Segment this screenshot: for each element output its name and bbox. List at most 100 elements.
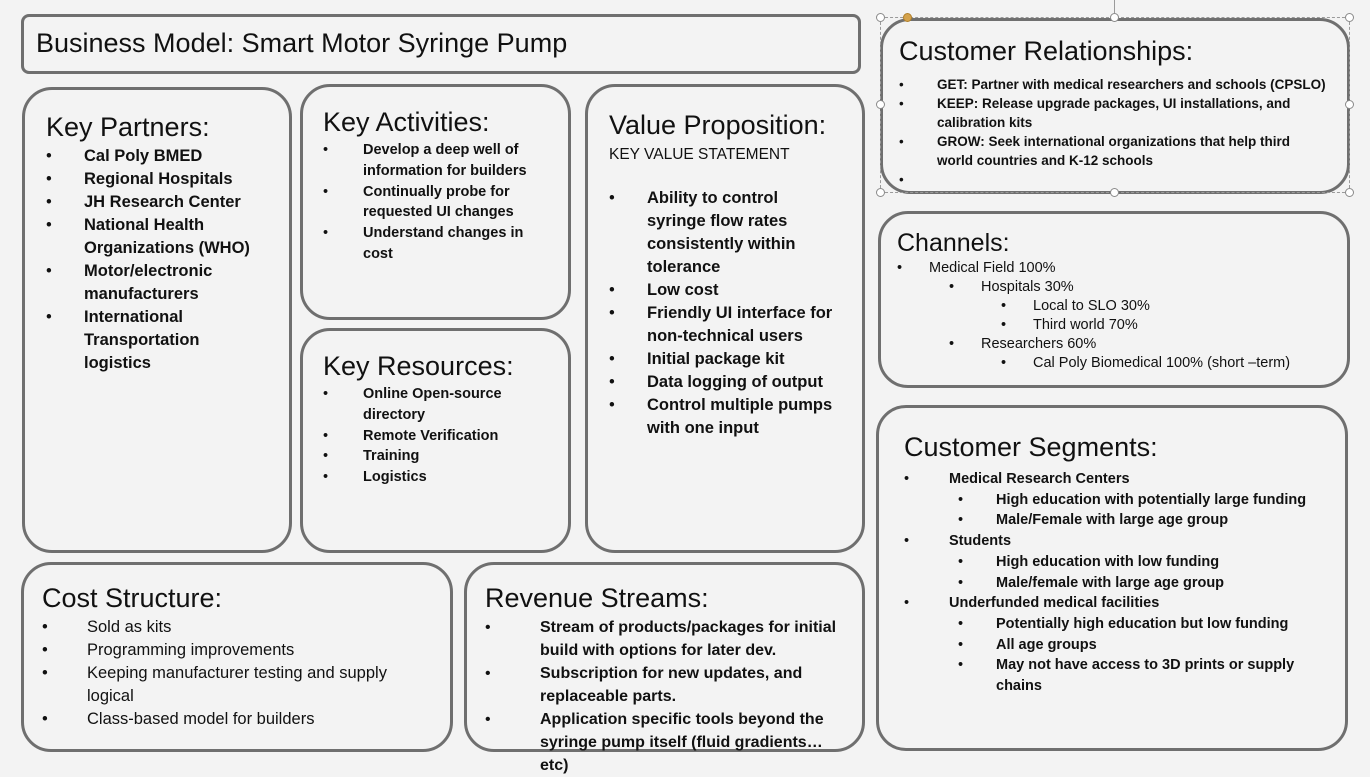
channel-item: • Third world 70% <box>897 316 1290 335</box>
item-line: Develop a deep well of <box>363 142 519 158</box>
item-line: Stream of products/packages for initial <box>540 619 837 636</box>
cost-structure-item: Class-based model for builders <box>42 708 387 731</box>
selection-handle-s[interactable] <box>1110 188 1119 197</box>
segment-subitem: •High education with potentially large f… <box>904 490 1306 511</box>
cost-structure-heading: Cost Structure: <box>42 583 223 613</box>
bullet: • <box>949 279 955 295</box>
adjust-handle[interactable] <box>903 13 912 22</box>
item-line: with one input <box>647 419 759 437</box>
customer-relationships-item: GET: Partner with medical researchers an… <box>899 75 1326 94</box>
item-line: cost <box>363 245 393 262</box>
revenue-streams-heading: Revenue Streams: <box>485 583 709 613</box>
item-line: Programming improvements <box>87 641 295 659</box>
item-line: GET: Partner with medical researchers an… <box>937 77 1326 92</box>
key-resources-item: Remote Verification <box>323 426 502 447</box>
channel-item: • Local to SLO 30% <box>897 297 1290 316</box>
value-proposition-box[interactable]: Value Proposition: KEY VALUE STATEMENT A… <box>585 84 865 553</box>
segment-subitem: •All age groups <box>904 635 1306 656</box>
item-line: logical <box>87 687 134 705</box>
cost-structure-item: Programming improvements <box>42 639 387 662</box>
revenue-streams-box[interactable]: Revenue Streams: Stream of products/pack… <box>464 562 865 774</box>
item-line: Training <box>363 448 420 465</box>
customer-segments-box[interactable]: Customer Segments: •Medical Research Cen… <box>876 405 1348 751</box>
bullet: • <box>1001 298 1007 314</box>
page-title: Business Model: Smart Motor Syringe Pump <box>36 28 568 58</box>
bullet: • <box>1001 317 1007 333</box>
value-proposition-item: Initial package kit <box>609 348 832 371</box>
channel-item: •Medical Field 100% <box>897 259 1290 278</box>
item-line: Application specific tools beyond the <box>540 711 824 728</box>
key-activities-heading: Key Activities: <box>323 107 490 137</box>
item-line: Initial package kit <box>647 350 785 368</box>
customer-relationships-box[interactable]: Customer Relationships: GET: Partner wit… <box>880 18 1350 194</box>
item-line: GROW: Seek international organizations t… <box>937 134 1291 149</box>
cost-structure-item: Sold as kits <box>42 616 387 639</box>
key-partners-list: Cal Poly BMEDRegional HospitalsJH Resear… <box>46 145 250 375</box>
item-line: Class-based model for builders <box>87 710 315 728</box>
bullet: • <box>958 512 964 529</box>
selection-handle-sw[interactable] <box>876 188 885 197</box>
selection-handle-rotate[interactable] <box>1110 13 1119 22</box>
customer-relationships-item: GROW: Seek international organizations t… <box>899 132 1326 170</box>
item-line: Motor/electronic <box>84 262 213 280</box>
segment-text: Male/female with large age group <box>996 574 1225 591</box>
customer-relationships-item <box>899 170 1326 189</box>
item-line: Ability to control <box>647 189 779 207</box>
channels-box[interactable]: Channels: •Medical Field 100%•Hospitals … <box>878 211 1350 388</box>
item-line: KEEP: Release upgrade packages, UI insta… <box>937 96 1291 111</box>
bullet: • <box>949 336 955 352</box>
channel-text: Hospitals 30% <box>981 279 1074 295</box>
selection-frame <box>880 17 1350 193</box>
selection-handle-nw[interactable] <box>876 13 885 22</box>
segment-subitem: •Potentially high education but low fund… <box>904 614 1306 635</box>
item-line: Online Open-source <box>363 386 502 402</box>
item-line: Understand changes in <box>363 225 524 242</box>
segment-subitem: • May not have access to 3D prints or sup… <box>904 655 1306 696</box>
item-line: non-technical users <box>647 327 803 345</box>
segment-subitem: •High education with low funding <box>904 552 1306 573</box>
item-line: Data logging of output <box>647 373 823 391</box>
segment-subitem: • Male/Female with large age group <box>904 510 1306 531</box>
bullet: • <box>958 657 964 674</box>
item-line: tolerance <box>647 258 721 276</box>
cost-structure-item: Keeping manufacturer testing and supplyl… <box>42 662 387 708</box>
selection-handle-se[interactable] <box>1345 188 1354 197</box>
channel-text: Local to SLO 30% <box>1033 298 1150 314</box>
rotate-stem <box>1114 0 1115 13</box>
bullet: • <box>958 491 964 508</box>
key-partners-heading: Key Partners: <box>46 112 210 142</box>
title-box[interactable]: Business Model: Smart Motor Syringe Pump <box>21 14 861 74</box>
segment-text: May not have access to 3D prints or supp… <box>996 657 1295 674</box>
key-activities-item: Understand changes in cost <box>323 223 527 265</box>
key-activities-box[interactable]: Key Activities: Develop a deep well ofin… <box>300 84 571 320</box>
selection-handle-w[interactable] <box>876 100 885 109</box>
selection-handle-e[interactable] <box>1345 100 1354 109</box>
segment-text: Underfunded medical facilities <box>949 595 1160 612</box>
value-proposition-item: Low cost <box>609 279 832 302</box>
customer-segments-heading: Customer Segments: <box>904 432 1158 462</box>
customer-relationships-item: KEEP: Release upgrade packages, UI insta… <box>899 94 1326 132</box>
segment-text: Male/Female with large age group <box>996 512 1229 529</box>
segment-text: Potentially high education but low fundi… <box>996 615 1289 632</box>
item-line: Friendly UI interface for <box>647 304 833 322</box>
key-partners-item: JH Research Center <box>46 191 250 214</box>
item-line: directory <box>363 406 426 423</box>
selection-handle-ne[interactable] <box>1345 13 1354 22</box>
item-line: Logistics <box>363 469 427 486</box>
channel-text: Third world 70% <box>1033 317 1138 333</box>
revenue-streams-list: Stream of products/packages for initialb… <box>485 616 836 777</box>
bullet: • <box>958 574 964 591</box>
segment-item: •Underfunded medical facilities <box>904 593 1306 614</box>
cost-structure-box[interactable]: Cost Structure: Sold as kitsProgramming … <box>21 562 453 752</box>
item-line: Remote Verification <box>363 427 499 444</box>
key-resources-item: Logistics <box>323 467 502 488</box>
key-resources-box[interactable]: Key Resources: Online Open-sourcedirecto… <box>300 328 571 553</box>
bullet: • <box>904 471 910 487</box>
item-line: Transportation <box>84 331 200 349</box>
item-line: Control multiple pumps <box>647 396 833 414</box>
segment-text: High education with low funding <box>996 553 1220 570</box>
bullet: • <box>904 533 910 550</box>
key-partners-box[interactable]: Key Partners: Cal Poly BMEDRegional Hosp… <box>22 87 292 553</box>
